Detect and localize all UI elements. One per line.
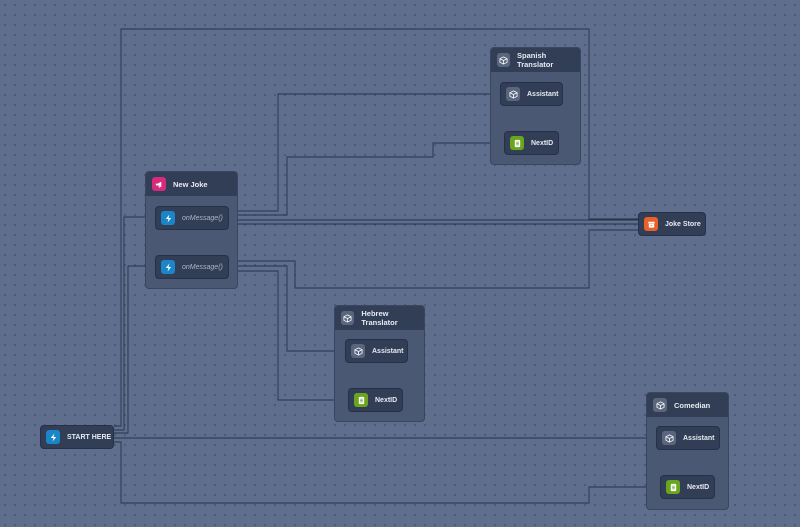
comedian-title: Comedian [674,400,711,410]
spanish-nextid-label: NextID [531,139,554,147]
cube-icon [497,53,511,67]
comedian-node[interactable]: Comedian [646,392,729,510]
hebrew-assistant[interactable]: Assistant [345,339,408,363]
document-icon [510,136,524,150]
spanish-assistant-label: Assistant [527,90,559,98]
document-icon [354,393,368,407]
wire-handler2-to-hebrew-nextid [228,270,349,401]
handler-2-label: onMessage() [182,263,223,271]
spanish-translator-title: Spanish Translator [517,51,554,69]
wire-handler2-to-jokestore [228,229,638,289]
spanish-nextid[interactable]: NextID [504,131,559,155]
document-icon [666,480,680,494]
hebrew-translator-header[interactable]: Hebrew Translator [335,306,424,330]
joke-store-label: Joke Store [665,220,701,228]
handler-1-label: onMessage() [182,214,223,222]
cube-icon [662,431,676,445]
start-here-label: START HERE [67,433,112,441]
hebrew-nextid[interactable]: NextID [348,388,403,412]
wire-handler1-to-spanish-assistant [228,93,501,212]
wire-handler2-to-hebrew-assistant [228,265,346,352]
bolt-icon [161,211,175,225]
wire-handler1-to-spanish-nextid [228,142,505,216]
start-here-node[interactable]: START HERE [40,425,114,449]
comedian-assistant[interactable]: Assistant [656,426,720,450]
new-joke-title: New Joke [173,179,208,189]
wire-start-to-handler-2 [114,265,156,434]
wire-start-loop-bottom [114,441,663,504]
hebrew-translator-title: Hebrew Translator [361,309,398,327]
cube-icon [351,344,365,358]
storage-icon [644,217,658,231]
cube-icon [341,311,355,325]
cube-icon [653,398,667,412]
comedian-header[interactable]: Comedian [647,393,728,417]
joke-store-node[interactable]: Joke Store [638,212,706,236]
spanish-translator-header[interactable]: Spanish Translator [491,48,580,72]
new-joke-header[interactable]: New Joke [146,172,237,196]
hebrew-assistant-label: Assistant [372,347,404,355]
cube-icon [506,87,520,101]
comedian-nextid[interactable]: NextID [660,475,715,499]
bolt-icon [46,430,60,444]
comedian-nextid-label: NextID [687,483,710,491]
handler-2[interactable]: onMessage() [155,255,229,279]
megaphone-icon [152,177,166,191]
spanish-assistant[interactable]: Assistant [500,82,563,106]
comedian-assistant-label: Assistant [683,434,715,442]
handler-1[interactable]: onMessage() [155,206,229,230]
bolt-icon [161,260,175,274]
hebrew-nextid-label: NextID [375,396,398,404]
